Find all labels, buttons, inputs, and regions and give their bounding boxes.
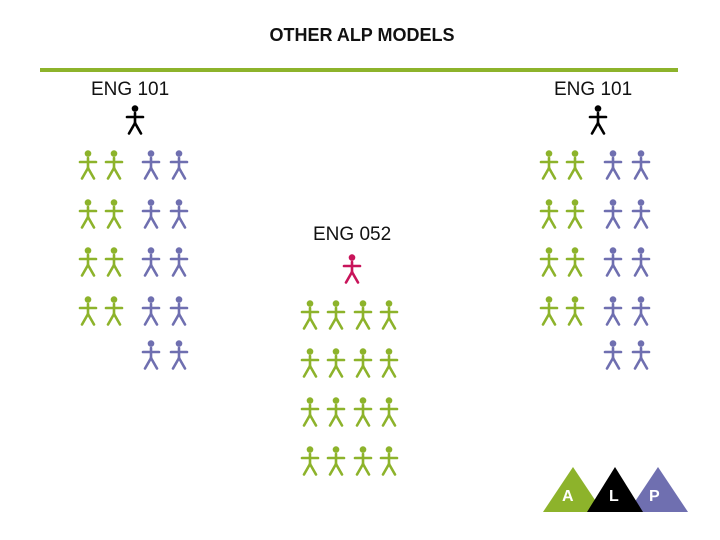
alp-logo-triangles xyxy=(543,467,688,512)
purple-student-icon xyxy=(631,340,651,370)
logo-triangle-p xyxy=(628,467,688,512)
green-student-icon xyxy=(326,446,346,476)
green-student-icon xyxy=(326,348,346,378)
page-title: OTHER ALP MODELS xyxy=(269,25,455,45)
title-underline xyxy=(40,68,678,72)
purple-student-icon xyxy=(169,199,189,229)
green-student-icon xyxy=(539,150,559,180)
green-student-icon xyxy=(104,199,124,229)
alp-instructor-person-icon xyxy=(342,254,362,284)
logo-letter-l: L xyxy=(609,488,619,505)
purple-student-icon xyxy=(603,199,623,229)
green-student-icon xyxy=(104,296,124,326)
green-student-icon xyxy=(565,150,585,180)
green-student-icon xyxy=(353,348,373,378)
purple-student-icon xyxy=(603,340,623,370)
green-student-icon xyxy=(565,199,585,229)
alp-logo: A L P xyxy=(540,466,690,514)
green-student-icon xyxy=(379,348,399,378)
instructor-person-icon xyxy=(588,105,608,135)
purple-student-icon xyxy=(169,296,189,326)
green-student-icon xyxy=(539,247,559,277)
green-student-icon xyxy=(379,397,399,427)
green-student-icon xyxy=(379,300,399,330)
green-student-icon xyxy=(300,446,320,476)
left-course-label: ENG 101 xyxy=(91,79,170,100)
green-student-icon xyxy=(353,300,373,330)
green-student-icon xyxy=(326,300,346,330)
green-student-icon xyxy=(539,296,559,326)
purple-student-icon xyxy=(631,199,651,229)
purple-student-icon xyxy=(603,296,623,326)
logo-letter-a: A xyxy=(562,488,574,505)
green-student-icon xyxy=(539,199,559,229)
green-student-icon xyxy=(379,446,399,476)
purple-student-icon xyxy=(141,199,161,229)
green-student-icon xyxy=(104,150,124,180)
purple-student-icon xyxy=(141,296,161,326)
green-student-icon xyxy=(565,296,585,326)
purple-student-icon xyxy=(631,150,651,180)
logo-triangle-l xyxy=(587,467,643,512)
green-student-icon xyxy=(300,397,320,427)
green-student-icon xyxy=(78,199,98,229)
green-student-icon xyxy=(565,247,585,277)
purple-student-icon xyxy=(603,247,623,277)
purple-student-icon xyxy=(603,150,623,180)
center-course-label: ENG 052 xyxy=(313,224,392,245)
purple-student-icon xyxy=(169,150,189,180)
purple-student-icon xyxy=(631,247,651,277)
green-student-icon xyxy=(353,397,373,427)
green-student-icon xyxy=(326,397,346,427)
purple-student-icon xyxy=(169,247,189,277)
purple-student-icon xyxy=(141,247,161,277)
green-student-icon xyxy=(78,296,98,326)
green-student-icon xyxy=(300,300,320,330)
purple-student-icon xyxy=(169,340,189,370)
green-student-icon xyxy=(78,150,98,180)
logo-triangle-a xyxy=(543,467,603,512)
logo-letter-p: P xyxy=(649,488,660,505)
green-student-icon xyxy=(104,247,124,277)
purple-student-icon xyxy=(141,150,161,180)
right-course-label: ENG 101 xyxy=(554,79,633,100)
green-student-icon xyxy=(353,446,373,476)
green-student-icon xyxy=(300,348,320,378)
green-student-icon xyxy=(78,247,98,277)
instructor-person-icon xyxy=(125,105,145,135)
purple-student-icon xyxy=(631,296,651,326)
purple-student-icon xyxy=(141,340,161,370)
